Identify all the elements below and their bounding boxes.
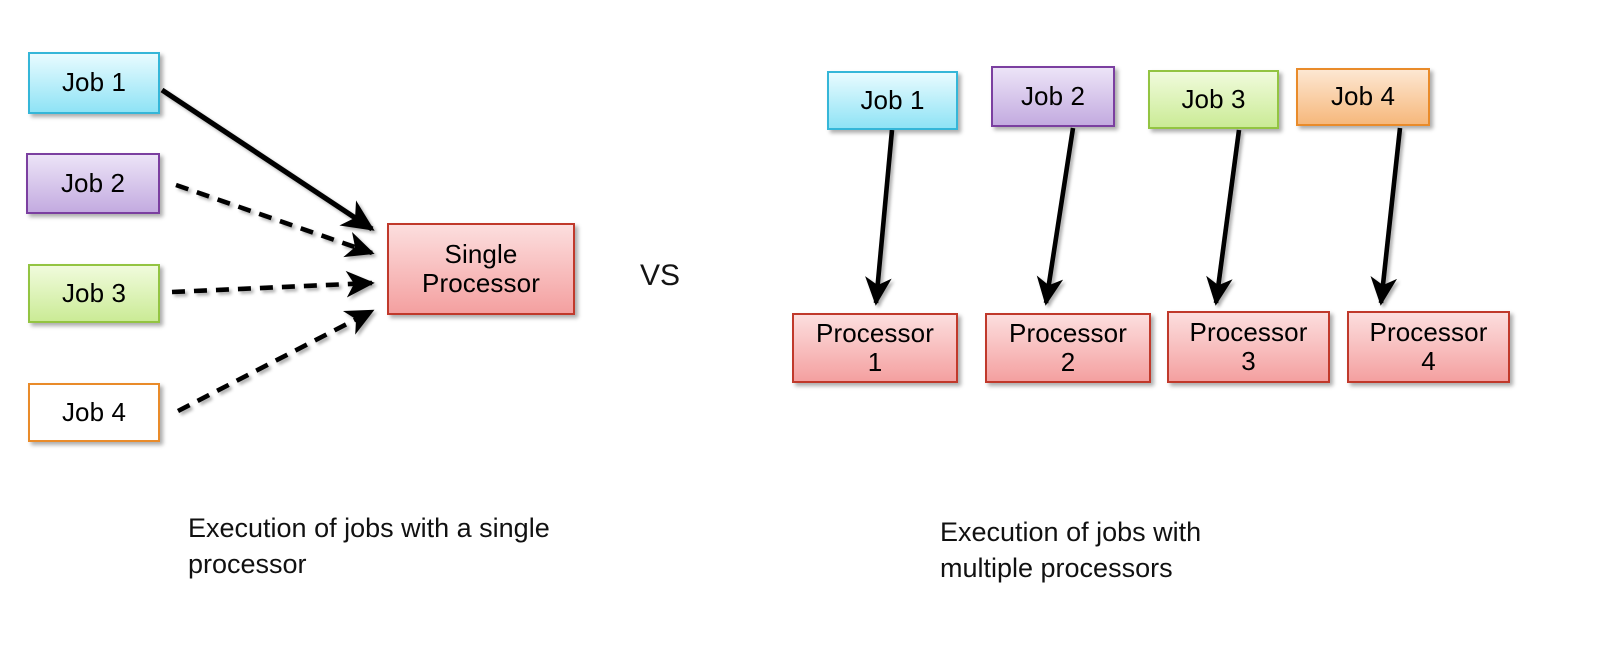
processor-4-label: Processor 4 [1369,316,1488,376]
right-job-1-label: Job 1 [860,84,925,115]
arrow-job1-to-single-processor [160,87,375,232]
arrow-job4-to-processor4 [1370,127,1403,306]
left-job-2-label: Job 2 [60,167,126,198]
arrow-job4-to-single-processor [176,308,375,414]
right-job-2-label: Job 2 [1020,80,1086,111]
single-processor-label: Single Processor [422,238,540,298]
arrow-job1-to-processor1 [865,129,895,306]
single-processor-box[interactable]: Single Processor [387,223,575,315]
left-job-3-label: Job 3 [61,277,127,308]
vs-label: VS [640,259,681,292]
processor-1-box[interactable]: Processor 1 [792,313,958,383]
right-job-2-box[interactable]: Job 2 [991,66,1115,127]
processor-3-box[interactable]: Processor 3 [1167,311,1330,383]
left-job-2-box[interactable]: Job 2 [26,153,160,214]
processor-1-label: Processor 1 [816,317,934,377]
right-job-4-label: Job 4 [1330,81,1396,112]
processor-2-box[interactable]: Processor 2 [985,313,1151,383]
right-panel-caption: Execution of jobs with multiple processo… [940,517,1202,584]
arrow-job3-to-single-processor [171,270,375,298]
left-job-1-box[interactable]: Job 1 [28,52,160,114]
left-job-3-box[interactable]: Job 3 [28,264,160,323]
right-job-1-box[interactable]: Job 1 [827,71,958,130]
right-job-4-box[interactable]: Job 4 [1296,68,1430,126]
processor-3-label: Processor 3 [1189,316,1308,376]
left-job-4-box[interactable]: Job 4 [28,383,160,442]
arrow-job3-to-processor3 [1206,129,1242,306]
right-job-3-box[interactable]: Job 3 [1148,70,1279,129]
processor-2-label: Processor 2 [1009,317,1127,377]
left-panel-caption: Execution of jobs with a single processo… [188,513,550,580]
arrow-job2-to-processor2 [1036,127,1076,306]
left-job-4-label: Job 4 [61,396,127,427]
processor-4-box[interactable]: Processor 4 [1347,311,1510,383]
left-job-1-label: Job 1 [61,67,127,98]
arrow-job2-to-single-processor [175,182,375,258]
right-job-3-label: Job 3 [1181,83,1246,114]
